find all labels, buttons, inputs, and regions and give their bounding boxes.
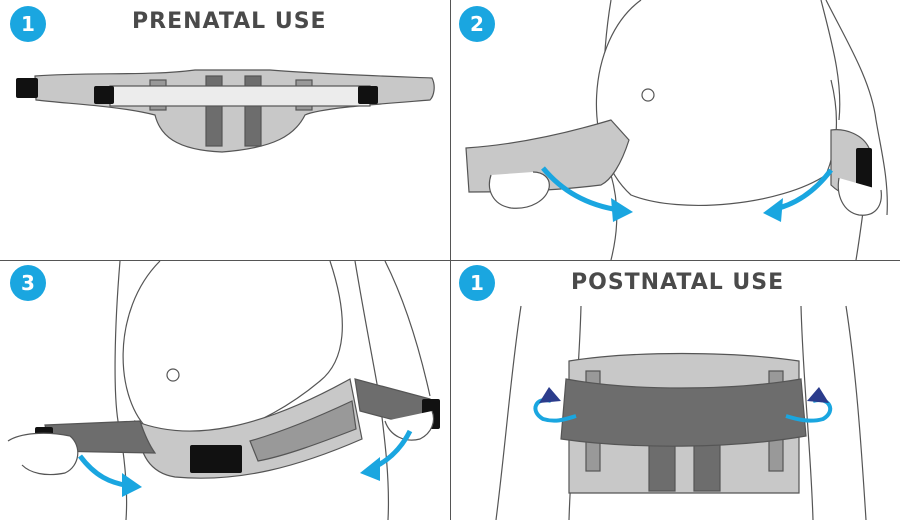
fastener-front [190, 445, 242, 473]
prenatal-belt-illustration [16, 69, 435, 153]
arrow-head [763, 198, 783, 222]
hand-icon [488, 171, 550, 209]
arrow-head [539, 387, 561, 403]
belt-body [34, 69, 435, 153]
hand-icon [384, 410, 435, 441]
panel-title-prenatal: PRENATAL USE [132, 9, 327, 34]
hand-icon [837, 177, 882, 216]
hand-icon [7, 432, 79, 476]
body-outline [800, 305, 814, 520]
navel [641, 88, 655, 102]
arrow-head [360, 457, 380, 481]
step-badge: 3 [10, 265, 46, 301]
grid-divider-horizontal [0, 260, 900, 261]
arm-outline [825, 0, 888, 216]
arrow-head [807, 387, 829, 403]
step-2-illustration [465, 0, 888, 260]
body-outline [495, 305, 522, 520]
step-3-illustration [7, 261, 440, 520]
leg-outline [610, 174, 618, 260]
panel-step-2: 2 [451, 0, 900, 260]
belt-strap [109, 85, 371, 107]
panel-title-postnatal: POSTNATAL USE [571, 270, 785, 295]
fastener-strap-right [358, 86, 378, 104]
belt-panel [249, 400, 357, 462]
fastener-left [16, 78, 38, 98]
arrow-head [122, 473, 142, 497]
panel-step-3: 3 [0, 261, 450, 520]
body-outline [820, 0, 841, 121]
step-badge: 2 [459, 6, 495, 42]
panel-prenatal-step-1: 1 PRENATAL USE [0, 0, 450, 260]
arrow-head [611, 198, 633, 222]
step-badge: 1 [10, 6, 46, 42]
postnatal-belt-illustration [495, 305, 867, 520]
fastener-strap-left [94, 86, 114, 104]
belly-outline [595, 0, 838, 206]
belt-strap [560, 378, 807, 447]
step-badge: 1 [459, 265, 495, 301]
panel-postnatal-step-1: 1 POSTNATAL USE [451, 261, 900, 520]
curved-arrow-icon [541, 166, 620, 213]
navel [166, 368, 180, 382]
arm-outline [384, 261, 431, 397]
fastener-right [856, 148, 872, 192]
body-outline [845, 305, 867, 520]
